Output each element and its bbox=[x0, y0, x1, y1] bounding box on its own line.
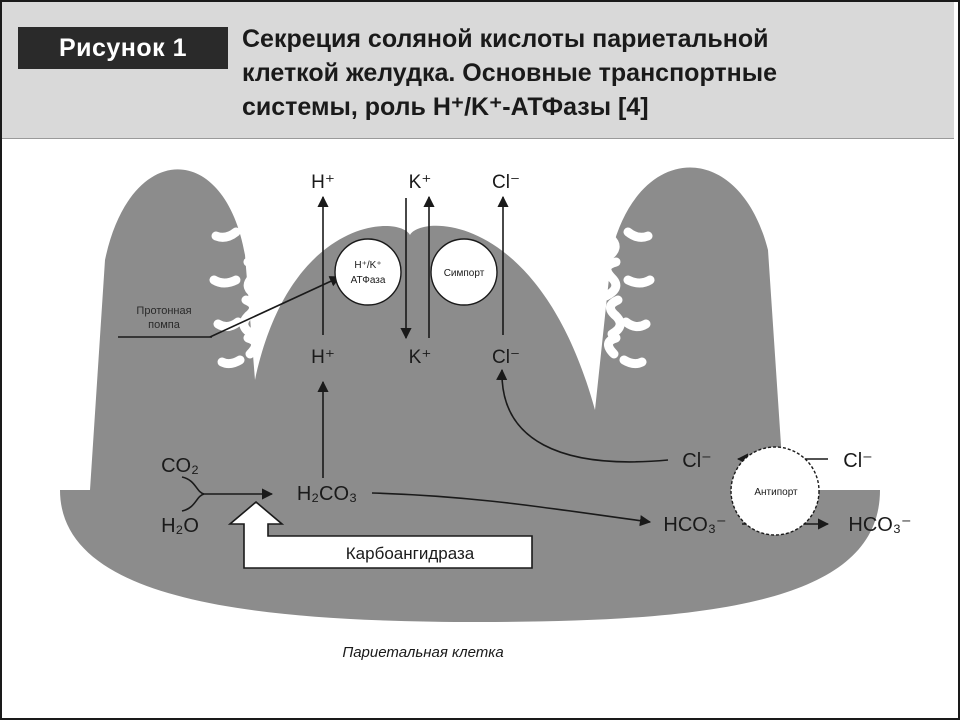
proton-pump-label-line-1: Протонная bbox=[136, 305, 191, 317]
lumen-k-ion: K⁺ bbox=[409, 172, 432, 193]
co2-label: CO₂ bbox=[161, 455, 199, 477]
antiport-label: Антипорт bbox=[754, 487, 798, 498]
symport-label: Симпорт bbox=[444, 268, 485, 279]
cell-k-ion: K⁺ bbox=[409, 347, 432, 368]
hco3-inside-label: HCO₃⁻ bbox=[663, 514, 726, 536]
lumen-h-ion: H⁺ bbox=[311, 172, 335, 193]
proton-pump-label-line-2: помпа bbox=[148, 319, 181, 331]
h-k-atpase-label-line-2: АТФаза bbox=[351, 275, 386, 286]
h2co3-label: H₂CO₃ bbox=[297, 483, 357, 505]
cell-cl-ion: Cl⁻ bbox=[492, 347, 520, 368]
h-k-atpase-label-line-1: H⁺/K⁺ bbox=[354, 260, 381, 271]
hco3-outside-label: HCO₃⁻ bbox=[848, 514, 911, 536]
h-k-atpase-transporter bbox=[335, 239, 401, 305]
lumen-cl-ion: Cl⁻ bbox=[492, 172, 520, 193]
h2o-label: H₂O bbox=[161, 515, 199, 537]
carbonic-anhydrase-label: Карбоангидраза bbox=[346, 544, 475, 563]
parietal-cell-caption: Париетальная клетка bbox=[342, 644, 503, 661]
cl-inside-label: Cl⁻ bbox=[682, 450, 711, 472]
cl-outside-label: Cl⁻ bbox=[843, 450, 872, 472]
cell-h-ion: H⁺ bbox=[311, 347, 335, 368]
